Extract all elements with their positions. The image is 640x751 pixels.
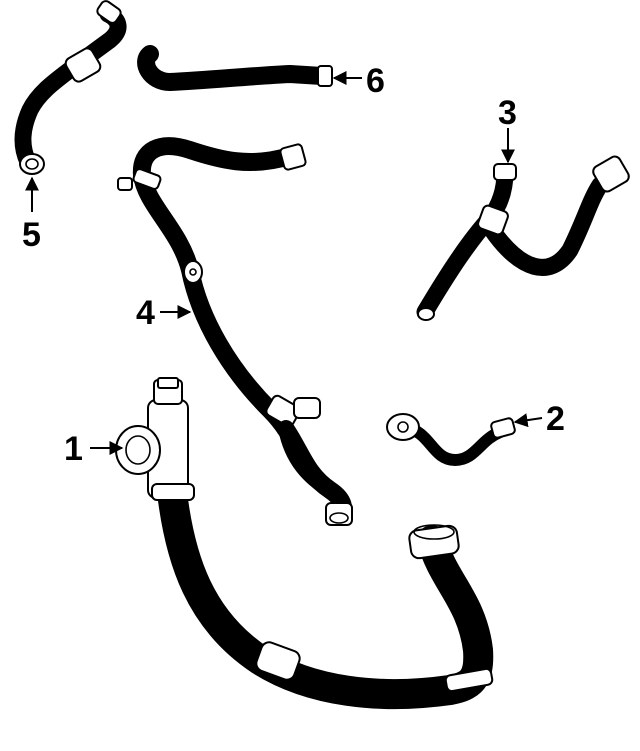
callout-3: 3 xyxy=(498,94,517,132)
callout-2: 2 xyxy=(546,400,565,438)
callout-6: 6 xyxy=(366,62,385,100)
callout-leaders xyxy=(25,71,543,455)
part-3-hose xyxy=(416,155,630,321)
callout-labels: 1 2 3 4 5 6 xyxy=(22,62,565,468)
leader-2 xyxy=(513,413,543,428)
part-2-hose xyxy=(386,413,516,466)
callout-4: 4 xyxy=(136,294,155,332)
part-4-hose-assembly xyxy=(117,137,353,526)
part-6-hose xyxy=(137,45,333,91)
callout-5: 5 xyxy=(22,216,41,254)
part-5-hose xyxy=(14,0,127,175)
callout-1: 1 xyxy=(64,430,83,468)
part-1-hose-assembly xyxy=(115,377,494,710)
